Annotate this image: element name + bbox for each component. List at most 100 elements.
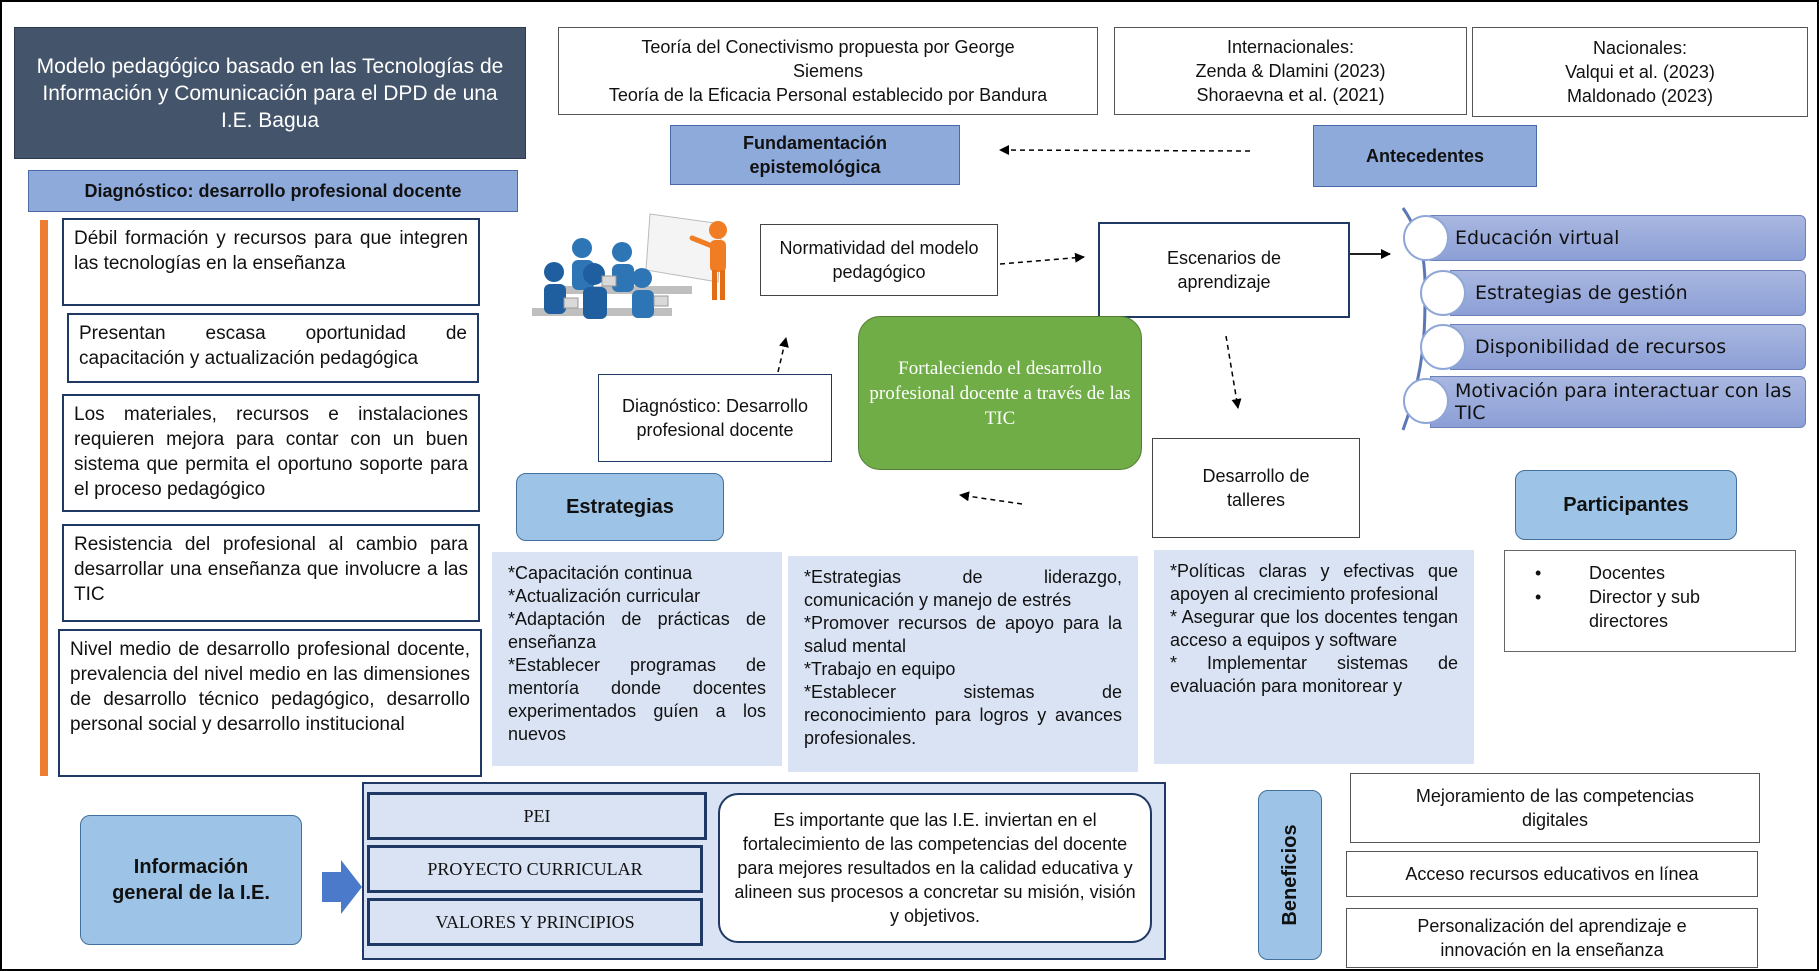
participantes-item: • Director y sub directores [1535, 585, 1795, 633]
doc-proyecto-curricular: PROYECTO CURRICULAR [367, 845, 703, 893]
diagnostico-header: Diagnóstico: desarrollo profesional doce… [28, 170, 518, 212]
normatividad-label: Normatividad del modelo pedagógico [779, 238, 979, 282]
bullet-icon: • [1535, 563, 1542, 583]
diagnostico-item: Los materiales, recursos e instalaciones… [62, 394, 480, 512]
beneficios-label: Beneficios [1278, 824, 1301, 926]
diagnostico-item-text: Débil formación y recursos para que inte… [74, 228, 468, 274]
beneficio-item: Acceso recursos educativos en línea [1346, 851, 1758, 897]
diagnostico-header-label: Diagnóstico: desarrollo profesional doce… [84, 181, 462, 201]
panel-line: *Políticas claras y efectivas que apoyen… [1170, 561, 1458, 604]
escenarios-item: Disponibilidad de recursos [1450, 324, 1806, 370]
arrow-talleres-to-centro [959, 491, 1023, 505]
panel-line: * Asegurar que los docentes tengan acces… [1170, 607, 1458, 650]
panel-line: *Actualización curricular [508, 586, 701, 606]
normatividad-box: Normatividad del modelo pedagógico [760, 224, 998, 296]
nacionales-ref: Valqui et al. (2023) [1565, 62, 1715, 82]
panel-line: *Estrategias de liderazgo, comunicación … [804, 567, 1122, 610]
antecedentes-box: Antecedentes [1313, 125, 1537, 187]
beneficios-box [1258, 790, 1322, 960]
beneficio-label: Mejoramiento de las competencias digital… [1415, 786, 1695, 830]
teacher-students-icon [532, 213, 727, 319]
panel-line: *Adaptación de prácticas de enseñanza [508, 609, 766, 652]
info-general-label: Información general de la I.E. [112, 856, 270, 904]
escenarios-item-label: Disponibilidad de recursos [1475, 336, 1727, 358]
estrategias-panel-1: *Capacitación continua *Actualización cu… [492, 552, 782, 766]
participantes-item-label: Director y sub directores [1589, 587, 1701, 631]
participantes-label: Participantes [1563, 493, 1689, 516]
panel-line: *Trabajo en equipo [804, 659, 956, 679]
diagnostico-item-text: Presentan escasa oportunidad de capacita… [79, 323, 467, 369]
centro-box: Fortaleciendo el desarrollo profesional … [858, 316, 1142, 470]
diagnostico-item-text: Resistencia del profesional al cambio pa… [74, 534, 468, 605]
escenarios-label: Escenarios de aprendizaje [1166, 248, 1282, 292]
teoria-line-2: Teoría de la Eficacia Personal estableci… [608, 85, 1048, 105]
panel-line: *Promover recursos de apoyo para la salu… [804, 613, 1122, 656]
fundamentacion-box: Fundamentación epistemológica [670, 125, 960, 185]
escenarios-item-label: Educación virtual [1455, 227, 1620, 249]
talleres-label: Desarrollo de talleres [1202, 466, 1310, 510]
escenarios-item: Educación virtual [1430, 215, 1806, 261]
arrow-right-icon [322, 860, 362, 914]
diagnostico-box-label: Diagnóstico: Desarrollo profesional doce… [621, 396, 809, 440]
centro-label: Fortaleciendo el desarrollo profesional … [869, 357, 1131, 429]
antecedentes-label: Antecedentes [1365, 146, 1485, 166]
estrategias-box: Estrategias [516, 473, 724, 541]
doc-pei: PEI [367, 792, 707, 840]
doc-label: VALORES Y PRINCIPIOS [435, 911, 635, 932]
diagnostico-item-text: Nivel medio de desarrollo profesional do… [70, 639, 470, 735]
participantes-box: Participantes [1515, 470, 1737, 540]
participantes-item: • Docentes [1535, 561, 1795, 585]
bullet-icon: • [1535, 587, 1542, 607]
diagnostico-item: Nivel medio de desarrollo profesional do… [58, 629, 482, 777]
arrow-escenarios-to-talleres [1225, 335, 1242, 409]
teoria-box: Teoría del Conectivismo propuesta por Ge… [558, 27, 1098, 115]
beneficio-label: Acceso recursos educativos en línea [1405, 864, 1699, 884]
panel-line: *Establecer programas de mentoría donde … [508, 655, 766, 744]
beneficio-label: Personalización del aprendizaje e innova… [1417, 916, 1687, 960]
arrow-antecedentes-to-fundamentacion [999, 145, 1251, 156]
nacionales-box: Nacionales: Valqui et al. (2023) Maldona… [1472, 27, 1808, 117]
model-title-box: Modelo pedagógico basado en las Tecnolog… [14, 27, 526, 159]
list-bullet-circle [1420, 324, 1466, 370]
importante-box: Es importante que las I.E. inviertan en … [718, 793, 1152, 943]
escenarios-item: Estrategias de gestión [1450, 270, 1806, 316]
list-bullet-circle [1420, 270, 1466, 316]
escenarios-item-label: Motivación para interactuar con las TIC [1455, 380, 1792, 424]
doc-valores-principios: VALORES Y PRINCIPIOS [367, 898, 703, 946]
model-title: Modelo pedagógico basado en las Tecnolog… [36, 54, 504, 132]
internacionales-ref: Shoraevna et al. (2021) [1196, 85, 1385, 105]
importante-text: Es importante que las I.E. inviertan en … [734, 810, 1136, 926]
diagnostico-item: Débil formación y recursos para que inte… [62, 218, 480, 306]
internacionales-box: Internacionales: Zenda & Dlamini (2023) … [1114, 27, 1467, 115]
estrategias-panel-3: *Políticas claras y efectivas que apoyen… [1154, 550, 1474, 764]
list-bullet-circle [1403, 378, 1449, 424]
talleres-box: Desarrollo de talleres [1152, 438, 1360, 538]
participantes-list-box: • Docentes • Director y sub directores [1504, 550, 1796, 652]
diagnostico-item: Presentan escasa oportunidad de capacita… [67, 313, 479, 383]
panel-line: *Capacitación continua [508, 563, 693, 583]
nacionales-heading: Nacionales: [1592, 38, 1688, 58]
panel-line: *Establecer sistemas de reconocimiento p… [804, 682, 1122, 748]
arrow-diagnostico-to-normatividad [777, 337, 789, 373]
diagnostico-box: Diagnóstico: Desarrollo profesional doce… [598, 374, 832, 462]
beneficio-item: Mejoramiento de las competencias digital… [1350, 773, 1760, 843]
doc-label: PROYECTO CURRICULAR [427, 858, 643, 879]
diagnostic-bracket-bar [40, 220, 48, 776]
info-general-box: Información general de la I.E. [80, 815, 302, 945]
diagnostico-item-text: Los materiales, recursos e instalaciones… [74, 404, 468, 500]
internacionales-ref: Zenda & Dlamini (2023) [1195, 61, 1386, 81]
escenarios-box: Escenarios de aprendizaje [1098, 222, 1350, 318]
beneficio-item: Personalización del aprendizaje e innova… [1346, 908, 1758, 968]
panel-line: * Implementar sistemas de evaluación par… [1170, 653, 1458, 696]
participantes-item-label: Docentes [1589, 563, 1666, 583]
internacionales-heading: Internacionales: [1226, 37, 1355, 57]
escenarios-item: Motivación para interactuar con las TIC [1430, 376, 1806, 428]
estrategias-label: Estrategias [566, 495, 674, 518]
estrategias-panel-2: *Estrategias de liderazgo, comunicación … [788, 556, 1138, 772]
arrow-normatividad-to-escenarios [999, 252, 1085, 265]
teoria-line-1: Teoría del Conectivismo propuesta por Ge… [641, 37, 1015, 81]
diagnostico-item: Resistencia del profesional al cambio pa… [62, 524, 480, 622]
doc-label: PEI [523, 805, 551, 826]
escenarios-item-label: Estrategias de gestión [1475, 282, 1688, 304]
